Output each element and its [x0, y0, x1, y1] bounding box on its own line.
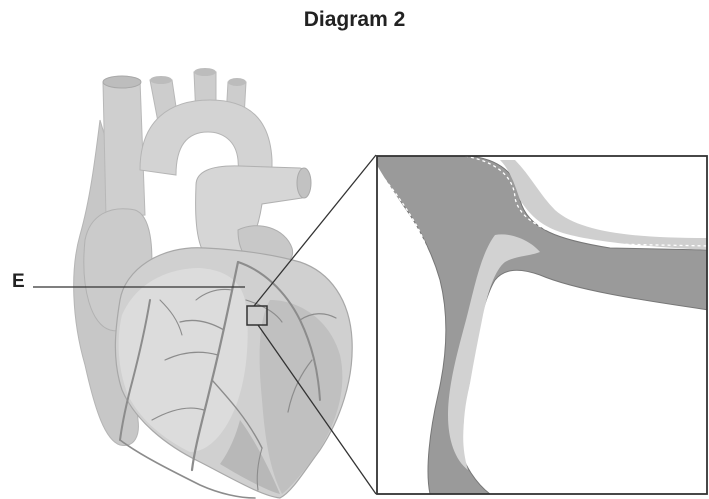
heart-illustration	[74, 68, 353, 498]
artery-inset	[377, 156, 709, 494]
vena-cava	[103, 80, 145, 218]
